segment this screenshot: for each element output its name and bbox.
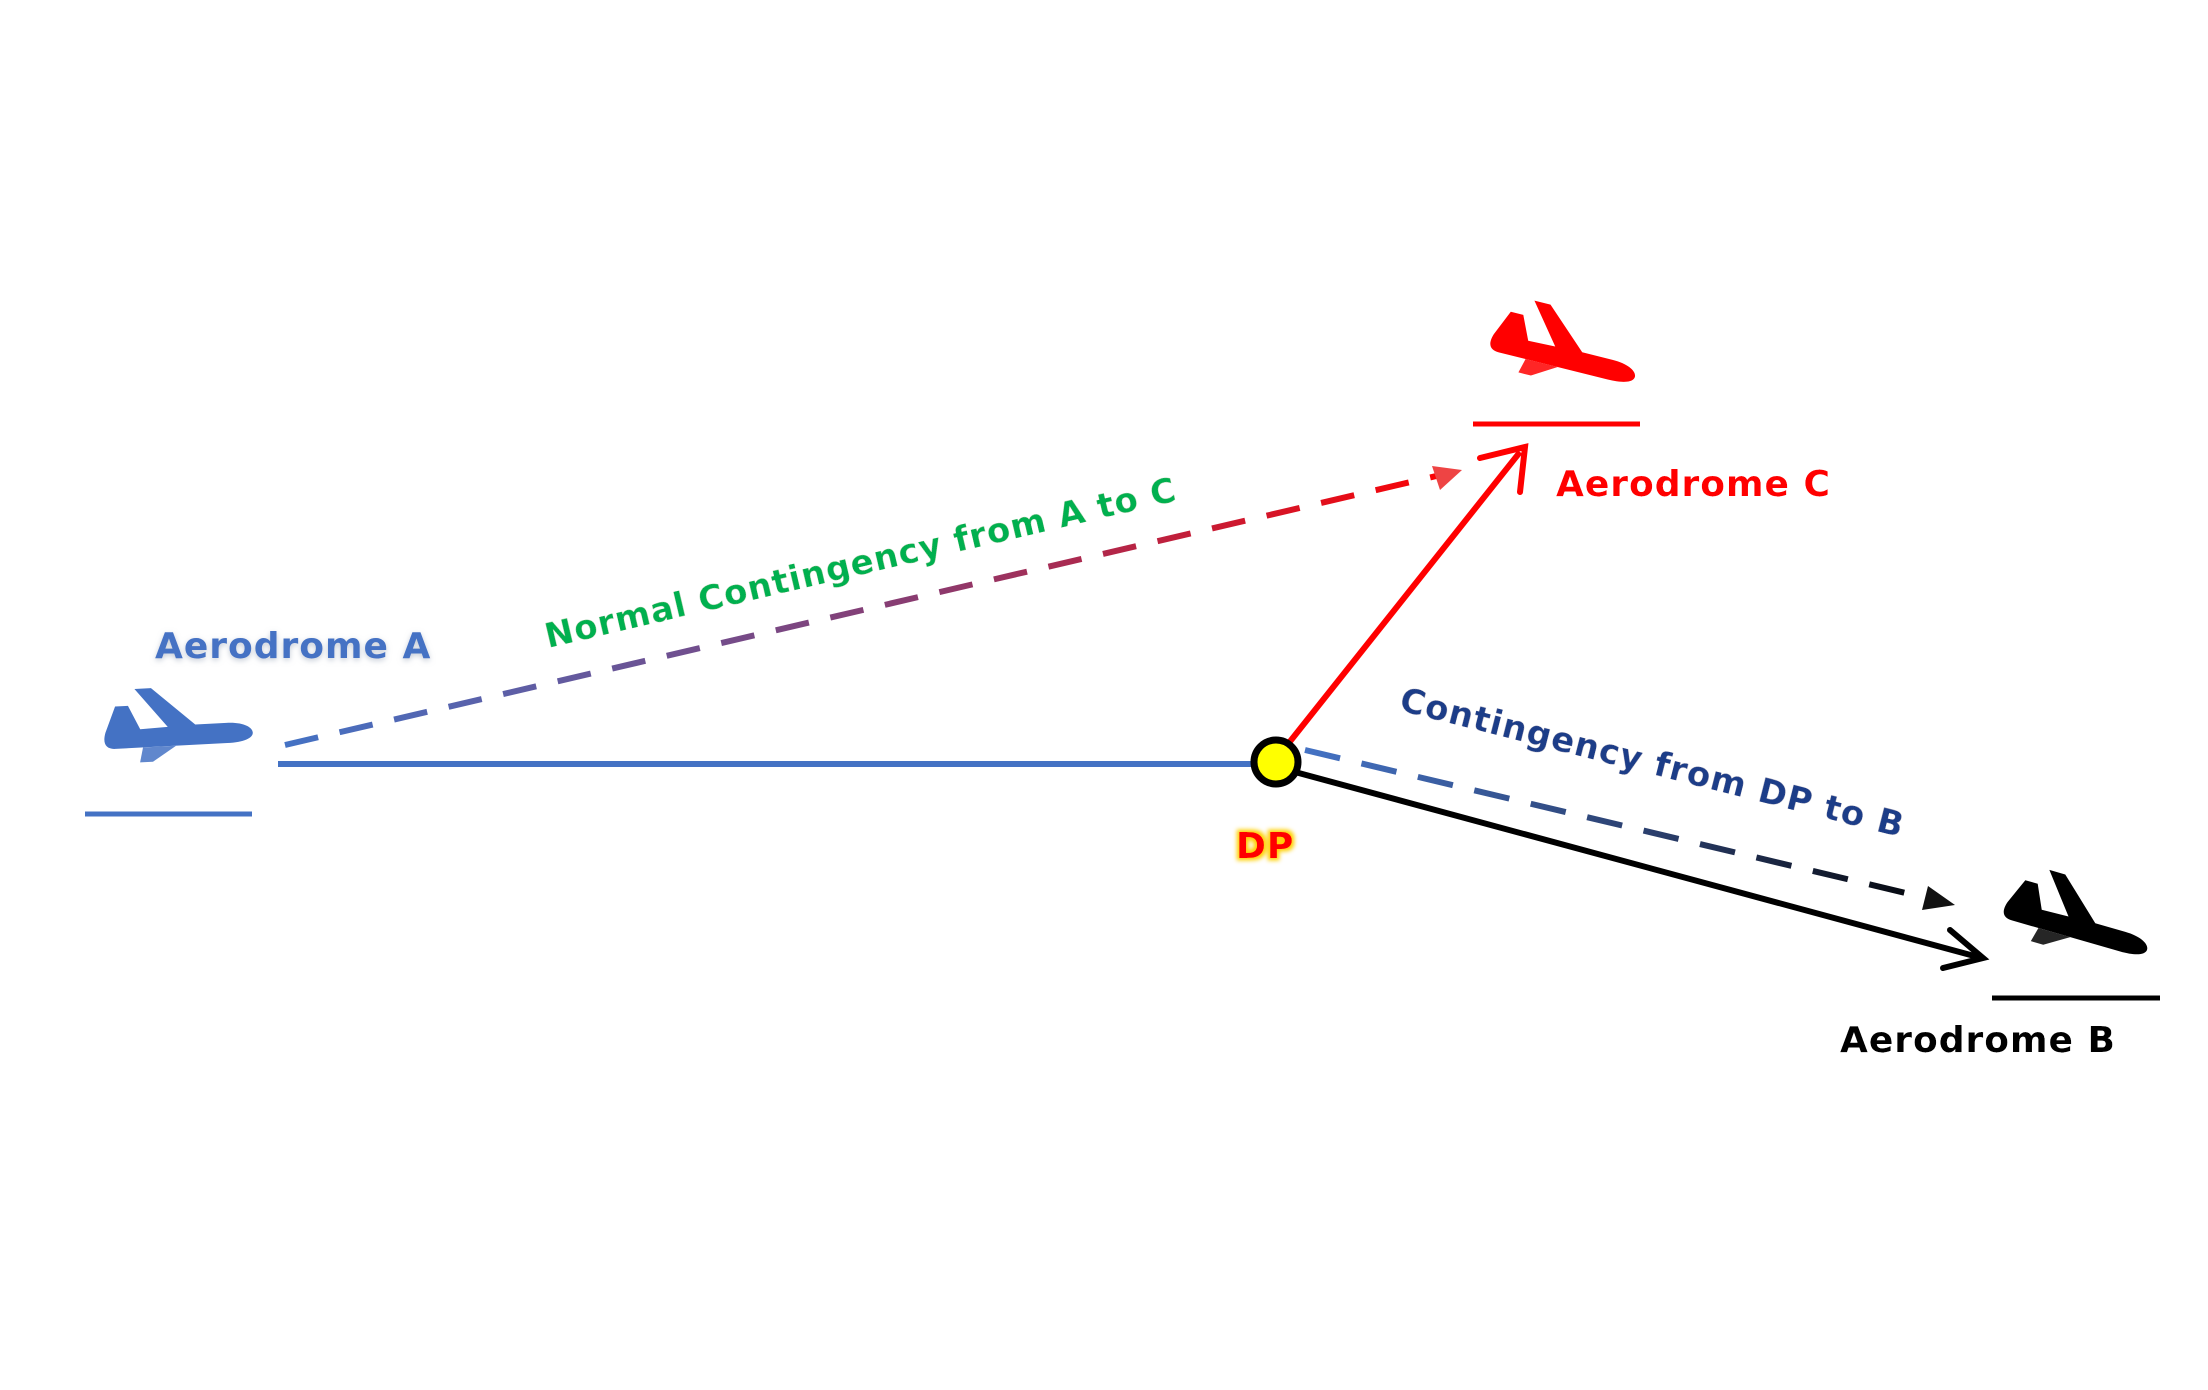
aircraft-c xyxy=(1484,292,1647,401)
aerodrome-b-label: Aerodrome B xyxy=(1840,1020,2116,1061)
aircraft-a xyxy=(101,682,255,765)
contingency-dp-to-b-route xyxy=(1304,747,1955,910)
decision-point-marker xyxy=(1250,736,1302,788)
decision-point-label: DP xyxy=(1236,826,1294,867)
aircraft-b xyxy=(1997,860,2161,973)
aerodrome-c-label: Aerodrome C xyxy=(1556,464,1831,505)
route-dp-to-c xyxy=(1285,443,1529,746)
landing-airplane-icon xyxy=(1997,860,2161,973)
normal-contingency-label: Normal Contingency from A to C xyxy=(541,470,1181,657)
route-dp-to-c-arrowhead xyxy=(1477,443,1529,495)
normal-contingency-arrowhead xyxy=(1432,466,1462,490)
aerodrome-a-label: Aerodrome A xyxy=(155,626,431,667)
route-dp-to-b xyxy=(1294,769,1990,971)
normal-contingency-route xyxy=(284,466,1462,748)
route-dp-to-b-arrowhead xyxy=(1940,927,1990,971)
takeoff-airplane-icon xyxy=(101,682,255,765)
landing-airplane-icon xyxy=(1484,292,1647,401)
contingency-dp-to-b-arrowhead xyxy=(1922,886,1955,910)
